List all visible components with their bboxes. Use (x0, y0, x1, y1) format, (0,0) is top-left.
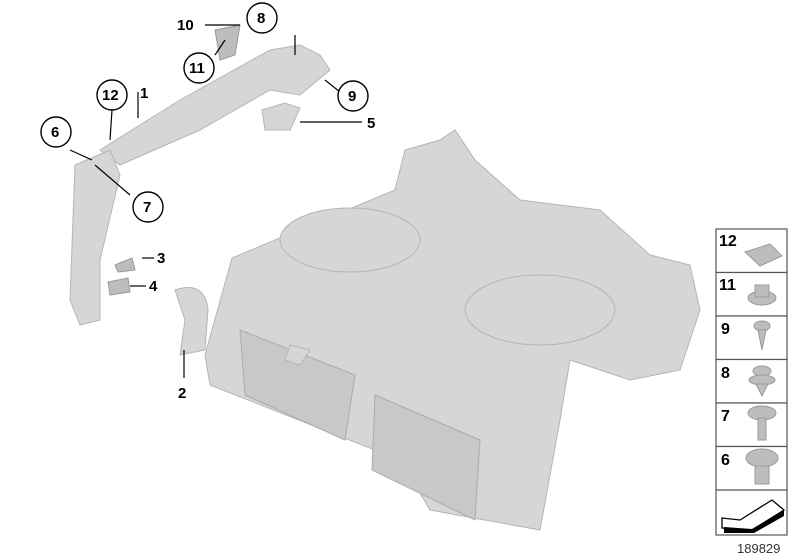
diagram-number: 189829 (737, 541, 780, 556)
callout-2: 2 (178, 385, 186, 402)
callout-lines (69, 24, 362, 378)
collar-screw-icon (745, 448, 779, 485)
callout-1: 1 (140, 85, 148, 102)
callout-8: 8 (257, 10, 265, 27)
legend-item-7: 7 (721, 408, 730, 425)
legend-item-8: 8 (721, 365, 730, 382)
callout-4: 4 (149, 278, 158, 295)
callout-7: 7 (143, 199, 151, 216)
callout-10: 10 (177, 17, 194, 34)
legend-item-6: 6 (721, 452, 730, 469)
callout-5: 5 (367, 115, 375, 132)
callout-3: 3 (157, 250, 165, 267)
callout-9: 9 (348, 88, 356, 105)
callout-6: 6 (51, 124, 59, 141)
pillar-trim (69, 24, 331, 366)
washer-screw-icon (747, 405, 777, 441)
callout-12: 12 (102, 87, 119, 104)
direction-arrow-icon (721, 499, 786, 533)
legend-item-9: 9 (721, 321, 730, 338)
expansion-rivet-icon (748, 365, 776, 398)
trunk-trim-panel (204, 129, 701, 531)
fastener-legend: 12 11 9 8 7 6 (715, 228, 788, 536)
screw-icon (753, 320, 771, 351)
legend-item-12: 12 (719, 233, 737, 250)
callouts: 1 2 3 4 6 7 8 9 5 10 11 12 (40, 2, 375, 402)
legend-item-11: 11 (719, 277, 736, 294)
callout-11: 11 (189, 60, 205, 77)
clip-nut-icon (744, 243, 783, 267)
